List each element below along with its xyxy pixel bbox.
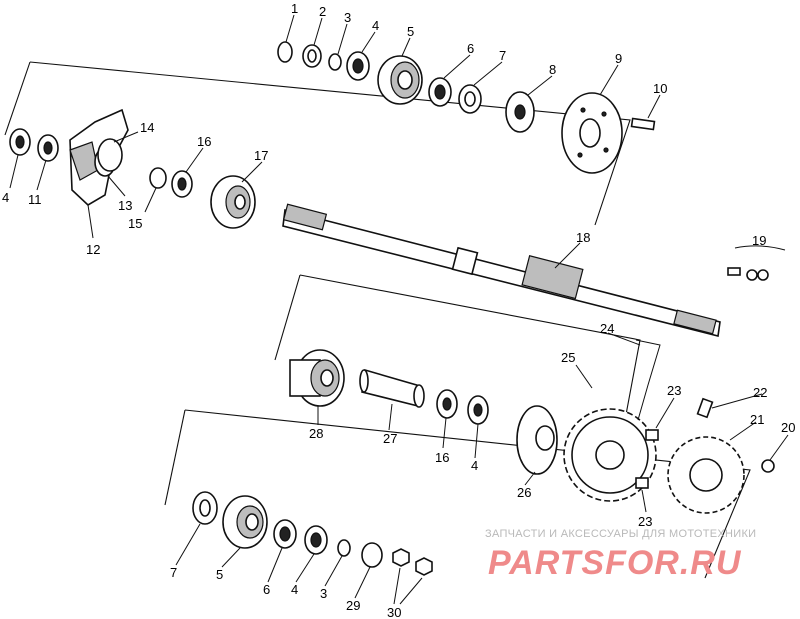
part-3-ring <box>328 53 342 71</box>
watermark-brand: PARTSFOR.RU <box>488 544 742 582</box>
callout-label: 18 <box>576 230 590 245</box>
watermark-caption: ЗАПЧАСТИ И АКСЕССУАРЫ ДЛЯ МОТОТЕХНИКИ <box>485 528 756 540</box>
bottom-group-parts <box>192 491 433 576</box>
part-20-nut <box>761 459 775 473</box>
part-22-bolt <box>696 397 714 419</box>
callout-label: 22 <box>753 385 767 400</box>
leader-lines <box>9 14 789 605</box>
callout-label: 9 <box>615 51 622 66</box>
top-row-parts <box>277 41 656 174</box>
part-18-axle <box>282 203 721 337</box>
callout-label: 23 <box>667 383 681 398</box>
callout-label: 1 <box>291 1 298 16</box>
middle-group-parts <box>289 339 775 514</box>
part-10-bolt <box>630 117 656 131</box>
callout-label: 4 <box>471 458 478 473</box>
callout-label: 5 <box>216 567 223 582</box>
callout-label: 11 <box>28 192 42 207</box>
callout-label: 14 <box>140 120 154 135</box>
part-23-nut-lower <box>635 477 649 489</box>
callout-label: 29 <box>346 598 360 613</box>
group-frames <box>4 61 751 579</box>
callout-label: 13 <box>118 198 132 213</box>
part-27-spacer <box>361 368 421 408</box>
callout-label: 12 <box>86 242 100 257</box>
callout-label: 28 <box>309 426 323 441</box>
callout-label: 3 <box>344 10 351 25</box>
part-30-nut-a <box>392 548 410 567</box>
callout-label: 24 <box>600 321 614 336</box>
part-29-collar <box>361 542 383 568</box>
callout-label: 21 <box>750 412 764 427</box>
callout-label: 7 <box>499 48 506 63</box>
callout-label: 4 <box>372 18 379 33</box>
callout-label: 20 <box>781 420 795 435</box>
part-14-ring <box>97 138 123 172</box>
callout-label: 15 <box>128 216 142 231</box>
callout-label: 6 <box>467 41 474 56</box>
callout-label: 4 <box>291 582 298 597</box>
callout-label: 19 <box>752 233 766 248</box>
callout-label: 26 <box>517 485 531 500</box>
part-3-ring-bottom <box>337 539 351 557</box>
callout-label: 23 <box>638 514 652 529</box>
callout-label: 5 <box>407 24 414 39</box>
callout-label: 7 <box>170 565 177 580</box>
part-1-seal <box>277 41 293 63</box>
callout-label: 30 <box>387 605 401 619</box>
part-23-nut-upper <box>645 429 659 441</box>
part-19-clip <box>727 245 786 281</box>
callout-label: 25 <box>561 350 575 365</box>
callout-label: 16 <box>197 134 211 149</box>
callout-label: 6 <box>263 582 270 597</box>
left-group-parts <box>9 108 256 229</box>
callout-label: 10 <box>653 81 667 96</box>
part-30-nut-b <box>415 557 433 576</box>
callout-label: 16 <box>435 450 449 465</box>
callout-label: 4 <box>2 190 9 205</box>
callout-label: 2 <box>319 4 326 19</box>
callout-label: 8 <box>549 62 556 77</box>
watermark: ЗАПЧАСТИ И АКСЕССУАРЫ ДЛЯ МОТОТЕХНИКИ PA… <box>485 528 756 582</box>
part-15-washer <box>149 167 167 189</box>
callout-label: 27 <box>383 431 397 446</box>
callout-label: 17 <box>254 148 268 163</box>
callout-label: 3 <box>320 586 327 601</box>
